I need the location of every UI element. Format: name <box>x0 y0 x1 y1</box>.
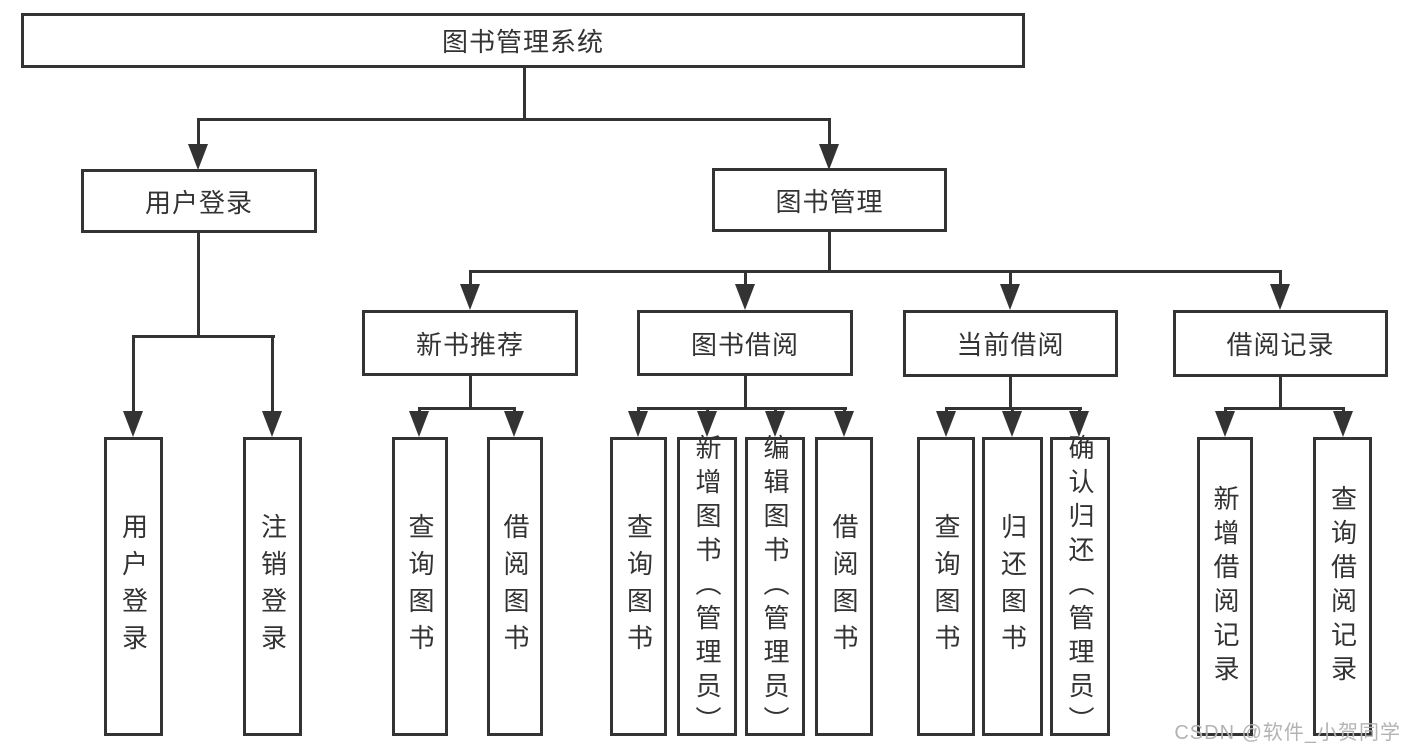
connector-line <box>744 270 747 288</box>
leaf-edit-books-admin: 编辑图书（管理员） <box>745 434 805 740</box>
node-label: 图书借阅 <box>690 329 799 360</box>
leaf-label: 归还图书 <box>997 512 1028 661</box>
node-current-borrowing: 当前借阅 <box>903 310 1118 377</box>
node-book-borrowing: 图书借阅 <box>637 310 853 376</box>
arrowhead-down <box>765 411 785 437</box>
arrowhead-down <box>1333 411 1353 437</box>
arrowhead-down <box>1270 284 1290 310</box>
leaf-label: 借阅图书 <box>500 512 530 661</box>
leaf-label: 注销登录 <box>257 512 288 661</box>
leaf-label: 新增借阅记录 <box>1210 484 1240 689</box>
leaf-label: 查询借阅记录 <box>1327 484 1358 689</box>
connector-line <box>637 407 847 410</box>
connector-line <box>523 68 526 121</box>
leaf-confirm-return-admin: 确认归还（管理员） <box>1050 434 1110 740</box>
node-user-login: 用户登录 <box>81 169 317 233</box>
node-label: 图书管理 <box>775 186 884 217</box>
connector-line <box>1009 270 1012 288</box>
leaf-user-login: 用户登录 <box>104 437 163 736</box>
leaf-query-books-recommend: 查询图书 <box>392 437 448 736</box>
leaf-label: 查询图书 <box>931 512 961 661</box>
arrowhead-down <box>1215 411 1235 437</box>
leaf-label: 查询图书 <box>623 512 654 661</box>
leaf-query-books-borrowing: 查询图书 <box>610 437 667 736</box>
node-library-management-system: 图书管理系统 <box>21 13 1025 68</box>
leaf-query-books-current: 查询图书 <box>917 437 975 736</box>
connector-line <box>197 118 831 121</box>
connector-line <box>469 376 472 409</box>
arrowhead-down <box>262 411 282 437</box>
node-borrowing-records: 借阅记录 <box>1173 310 1388 377</box>
node-book-management: 图书管理 <box>712 168 947 232</box>
connector-line <box>197 118 200 148</box>
arrowhead-down <box>460 284 480 310</box>
leaf-add-borrow-record: 新增借阅记录 <box>1197 437 1253 736</box>
connector-line <box>1009 377 1012 409</box>
node-label: 当前借阅 <box>956 330 1065 360</box>
node-label: 新书推荐 <box>415 329 524 360</box>
arrowhead-down <box>1002 411 1022 437</box>
leaf-label: 新增图书（管理员） <box>692 433 722 740</box>
arrowhead-down <box>819 144 839 170</box>
leaf-label: 用户登录 <box>118 512 149 661</box>
connector-line <box>1279 270 1282 288</box>
arrowhead-down <box>936 411 956 437</box>
leaf-label: 借阅图书 <box>829 512 859 661</box>
leaf-label: 确认归还（管理员） <box>1065 433 1095 740</box>
leaf-label: 查询图书 <box>405 512 435 661</box>
connector-line <box>132 335 135 415</box>
connector-line <box>828 118 831 148</box>
leaf-add-books-admin: 新增图书（管理员） <box>677 434 737 740</box>
arrowhead-down <box>628 411 648 437</box>
arrowhead-down <box>188 144 208 170</box>
arrowhead-down <box>1000 284 1020 310</box>
node-label: 图书管理系统 <box>441 27 604 57</box>
connector-line <box>828 232 831 272</box>
connector-line <box>418 407 516 410</box>
leaf-borrow-books-recommend: 借阅图书 <box>487 437 543 736</box>
leaf-return-books: 归还图书 <box>982 437 1043 736</box>
leaf-query-borrow-record: 查询借阅记录 <box>1313 437 1372 736</box>
connector-line <box>1279 377 1282 409</box>
connector-line <box>469 270 1282 273</box>
watermark: CSDN @软件_小贺同学 <box>1174 722 1401 744</box>
arrowhead-down <box>504 411 524 437</box>
node-new-book-recommendation: 新书推荐 <box>362 310 578 376</box>
leaf-logout: 注销登录 <box>243 437 302 736</box>
node-label: 借阅记录 <box>1226 330 1335 360</box>
arrowhead-down <box>735 284 755 310</box>
leaf-borrow-books: 借阅图书 <box>815 437 873 736</box>
connector-line <box>132 335 275 338</box>
connector-line <box>271 335 274 415</box>
leaf-label: 编辑图书（管理员） <box>760 433 790 740</box>
connector-line <box>1224 407 1345 410</box>
arrowhead-down <box>409 411 429 437</box>
connector-line <box>744 376 747 409</box>
arrowhead-down <box>1069 411 1089 437</box>
arrowhead-down <box>123 411 143 437</box>
connector-line <box>469 270 472 288</box>
connector-line <box>197 233 200 337</box>
arrowhead-down <box>834 411 854 437</box>
arrowhead-down <box>697 411 717 437</box>
node-label: 用户登录 <box>144 187 253 218</box>
